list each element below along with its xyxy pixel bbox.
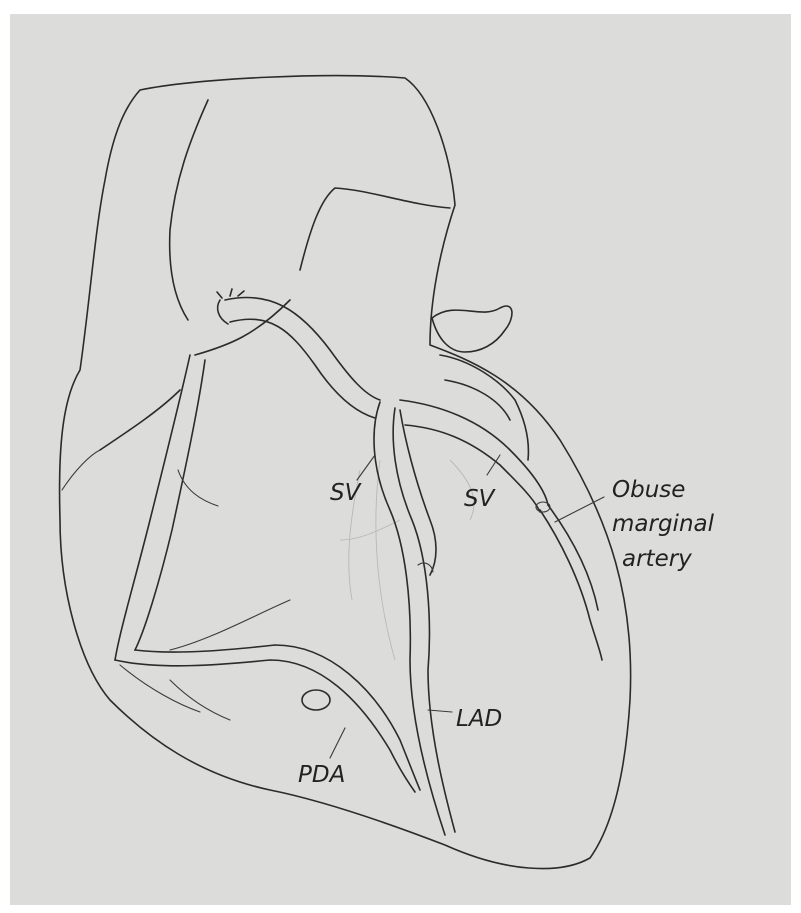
pulmonary-trunk	[300, 188, 450, 270]
label-lad: LAD	[456, 706, 502, 732]
leader-pda	[330, 728, 345, 758]
label-sv-left: SV	[330, 480, 363, 506]
pda-branch-3	[120, 665, 200, 712]
leader-lad	[428, 710, 452, 712]
atrial-appendage	[432, 306, 512, 352]
label-pda: PDA	[298, 762, 345, 788]
right-atrial-line	[195, 300, 290, 355]
heart-outline	[60, 76, 631, 869]
right-coronary-artery	[115, 355, 190, 660]
aorta	[170, 100, 208, 320]
circumflex-vessel	[440, 355, 528, 460]
label-obtuse-line3: artery	[622, 546, 692, 572]
ventricle-edge	[62, 450, 100, 490]
label-obtuse-line1: Obuse	[612, 477, 685, 503]
pda-branch-2	[170, 680, 230, 720]
sv-graft-ostium	[217, 289, 244, 324]
leader-sv-left	[357, 455, 375, 480]
pda-vessel-outer	[115, 660, 415, 792]
pda-vessel-inner	[135, 645, 420, 790]
lad-mid-branch	[400, 410, 436, 575]
obtuse-marginal-artery-2	[548, 505, 598, 610]
label-sv-right: SV	[464, 486, 497, 512]
right-ventricle-line	[100, 390, 180, 450]
leader-sv-right	[487, 455, 500, 475]
lad-vessel-right	[393, 408, 455, 832]
right-coronary-artery-inner	[135, 360, 205, 650]
obtuse-marginal-artery	[540, 510, 602, 660]
pda-anastomosis	[302, 690, 330, 710]
pda-branch-1	[170, 600, 290, 650]
label-obtuse-line2: marginal	[612, 511, 715, 537]
sv-graft-bottom	[230, 319, 375, 418]
